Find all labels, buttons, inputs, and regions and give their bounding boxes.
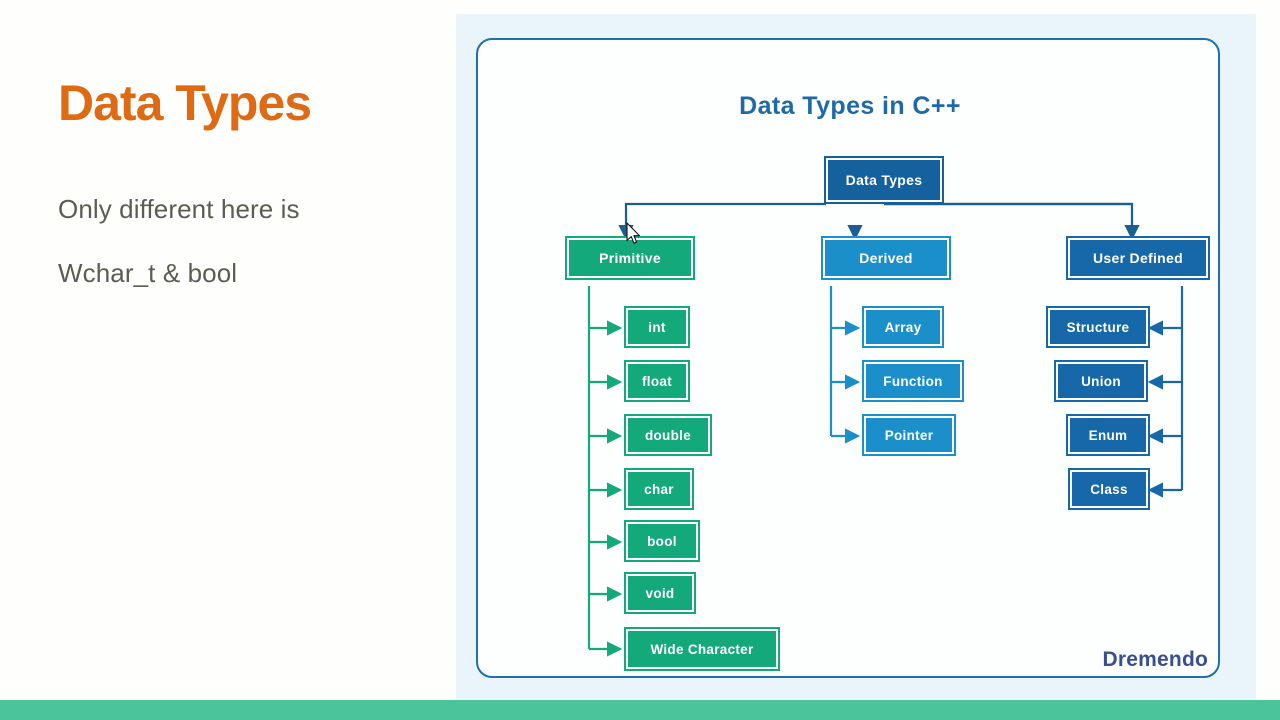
node-label: Primitive	[599, 250, 661, 266]
page-title: Data Types	[58, 75, 312, 131]
node-double[interactable]: double	[626, 416, 710, 454]
dremendo-logo: Dremendo	[1102, 648, 1208, 671]
node-label: char	[644, 481, 674, 497]
connector-lines	[587, 202, 1184, 657]
node-wide-character[interactable]: Wide Character	[626, 629, 778, 669]
node-label: Structure	[1066, 319, 1130, 335]
data-types-tree: Data Types Primitive Derived User Define…	[478, 40, 1222, 680]
node-primitive[interactable]: Primitive	[567, 238, 693, 278]
node-union[interactable]: Union	[1056, 362, 1146, 400]
node-label: double	[644, 427, 692, 443]
node-label: Class	[1090, 481, 1128, 497]
node-void[interactable]: void	[626, 574, 694, 612]
node-int[interactable]: int	[626, 308, 688, 346]
node-label: Array	[884, 319, 922, 335]
node-user-defined[interactable]: User Defined	[1068, 238, 1208, 278]
node-label: User Defined	[1093, 250, 1183, 266]
node-derived[interactable]: Derived	[823, 238, 949, 278]
node-enum[interactable]: Enum	[1068, 416, 1148, 454]
node-label: bool	[647, 533, 677, 549]
diagram-card: Data Types in C++	[476, 38, 1220, 678]
body-text-line-2: Wchar_t & bool	[58, 258, 238, 288]
node-bool[interactable]: bool	[626, 522, 698, 560]
slide-text-column: Data Types Only different here is Wchar_…	[0, 0, 456, 700]
diagram-panel: Data Types in C++	[456, 14, 1256, 700]
body-text-line-1: Only different here is	[58, 194, 300, 224]
node-label: float	[642, 373, 672, 389]
slide-bottom-bar	[0, 700, 1280, 720]
node-label: void	[645, 585, 675, 601]
node-data-types-root[interactable]: Data Types	[826, 158, 942, 202]
node-label: Enum	[1088, 427, 1128, 443]
node-pointer[interactable]: Pointer	[864, 416, 954, 454]
node-label: Function	[883, 373, 943, 389]
node-float[interactable]: float	[626, 362, 688, 400]
node-label: Data Types	[845, 172, 923, 188]
node-class[interactable]: Class	[1070, 470, 1148, 508]
node-label: int	[648, 319, 666, 335]
node-structure[interactable]: Structure	[1048, 308, 1148, 346]
node-function[interactable]: Function	[864, 362, 962, 400]
node-label: Pointer	[884, 427, 934, 443]
node-char[interactable]: char	[626, 470, 692, 508]
diagram-title: Data Types in C++	[739, 92, 961, 120]
node-label: Derived	[859, 250, 913, 266]
node-label: Union	[1081, 373, 1121, 389]
node-label: Wide Character	[650, 641, 754, 657]
node-array[interactable]: Array	[864, 308, 942, 346]
